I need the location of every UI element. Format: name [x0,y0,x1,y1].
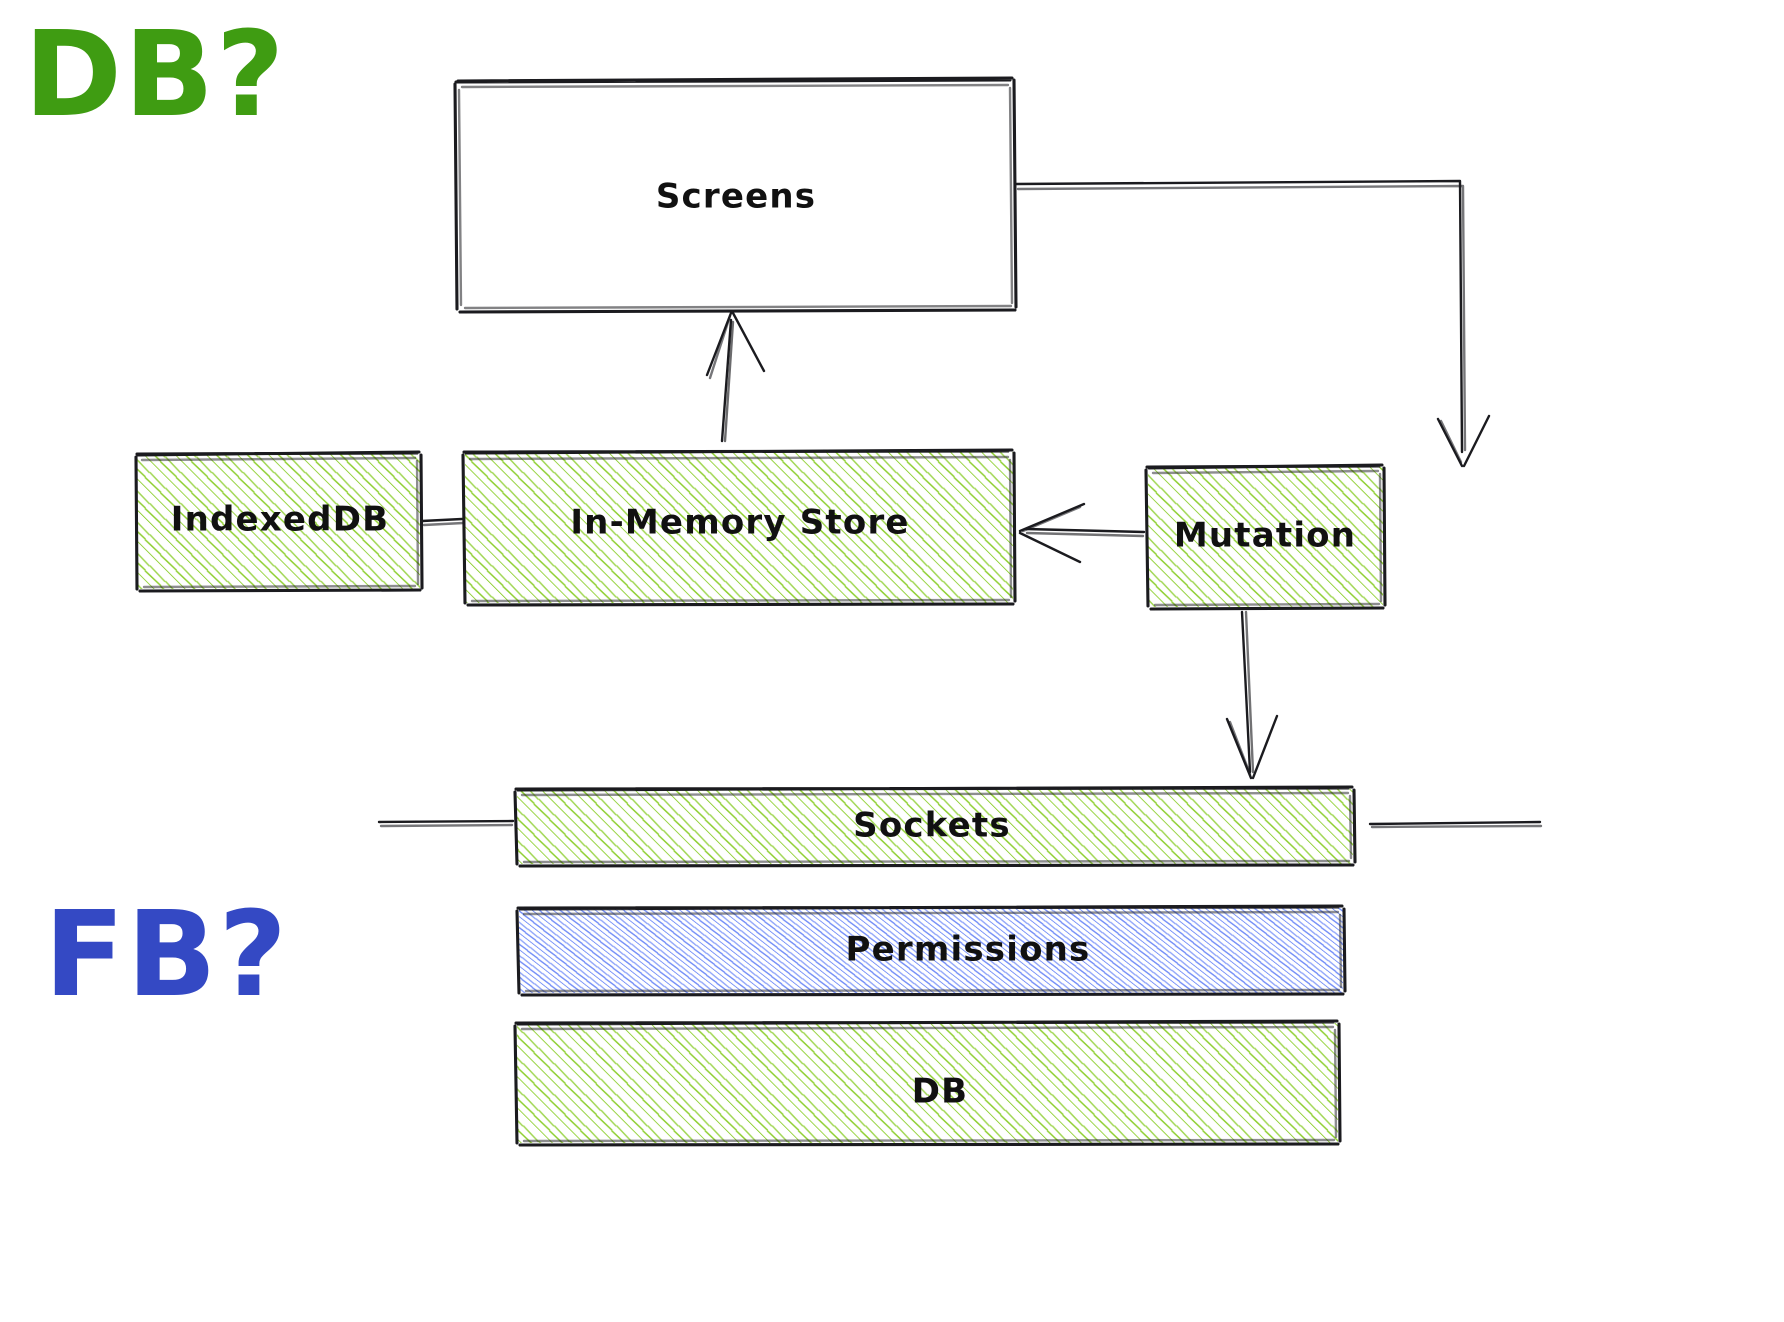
node-mutation[interactable]: Mutation [1144,463,1387,611]
node-indexeddb-label: IndexedDB [171,500,390,540]
annotation-db-question: DB? [24,5,286,143]
node-permissions[interactable]: Permissions [515,904,1347,997]
node-in-memory-store-label: In-Memory Store [570,503,909,543]
edge-in-memory-store-to-screens [705,311,766,443]
node-db-label: DB [912,1072,969,1112]
edge-indexeddb-to-in-memory-store [420,517,465,527]
node-sockets[interactable]: Sockets [513,785,1357,868]
edge-sockets-left-stub [377,819,515,828]
node-db[interactable]: DB [513,1019,1342,1147]
node-indexeddb[interactable]: IndexedDB [134,450,424,593]
edge-sockets-right-stub [1368,820,1543,829]
edge-mutation-to-sockets [1225,610,1279,780]
edge-mutation-to-in-memory-store [1018,502,1146,564]
node-in-memory-store[interactable]: In-Memory Store [461,448,1017,607]
node-screens[interactable]: Screens [453,76,1018,314]
edge-screens-to-mutation [1014,179,1491,468]
node-permissions-label: Permissions [846,930,1091,970]
node-screens-label: Screens [656,177,816,217]
node-mutation-label: Mutation [1174,516,1356,556]
node-sockets-label: Sockets [853,806,1011,846]
annotation-fb-question: FB? [44,885,289,1023]
